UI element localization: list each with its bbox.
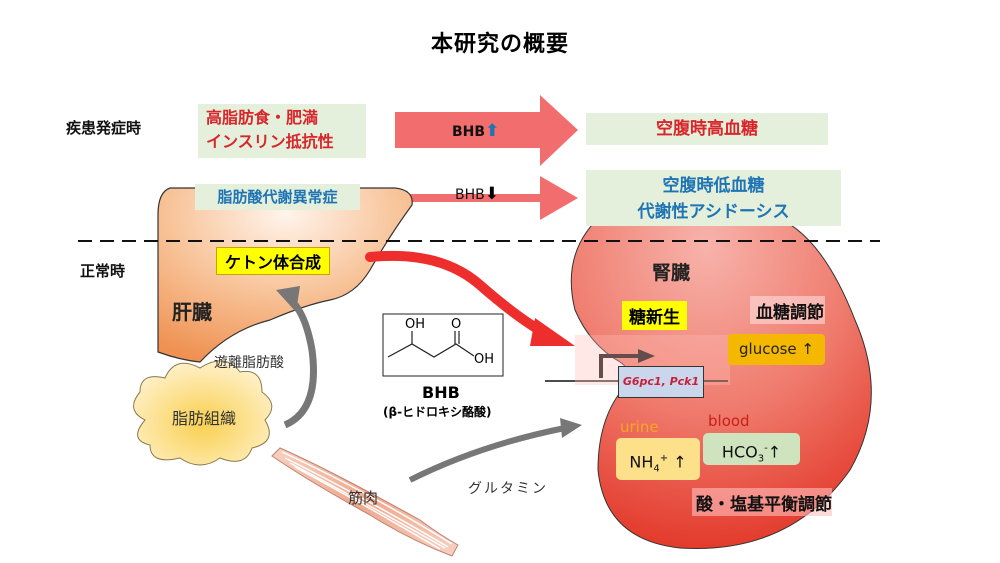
glutamine-label: グルタミン — [468, 481, 548, 497]
bhb-up-arrow — [395, 95, 578, 166]
ketone-synthesis-label: ケトン体合成 — [216, 247, 331, 275]
glucose-badge: glucose ↑ — [728, 334, 825, 365]
cause-insulin-resistance: インスリン抵抗性 — [206, 132, 334, 151]
bhb-oh2: OH — [474, 352, 495, 367]
cause-obesity: 高脂肪食・肥満 — [206, 108, 319, 127]
outcome-hypoglycemia: 空腹時低血糖 — [662, 176, 765, 196]
bhb-down-label: BHB⬇ — [455, 184, 499, 204]
muscle-label: 筋肉 — [348, 489, 379, 507]
bhb-name: BHB — [422, 383, 460, 402]
glucose-regulation-label: 血糖調節 — [756, 303, 824, 323]
urine-label: urine — [620, 418, 659, 436]
liver-label: 肝臓 — [172, 300, 212, 324]
adipose-label: 脂肪組織 — [172, 409, 237, 428]
lipid-disorder-box: 脂肪酸代謝異常症 — [195, 184, 360, 210]
bhb-fullname: (β-ヒドロキシ酪酸) — [383, 405, 492, 419]
bhb-o: O — [451, 317, 462, 332]
disease-state-label: 疾患発症時 — [66, 119, 142, 137]
bhb-oh1: OH — [405, 317, 426, 332]
glutamine-arrow — [408, 425, 566, 483]
liver-shape — [157, 187, 413, 363]
promoter-arrow — [599, 354, 640, 378]
page-title: 本研究の概要 — [430, 32, 569, 57]
gene-box: G6pc1, Pck1 — [618, 366, 704, 398]
gluconeogenesis-label: 糖新生 — [622, 301, 687, 330]
nh4-badge: NH4+ ↑ — [616, 438, 700, 480]
ffa-arrow — [283, 295, 317, 429]
outcome-box-lower: 空腹時低血糖 代謝性アシドーシス — [586, 170, 841, 226]
normal-state-label: 正常時 — [80, 262, 126, 280]
bhb-up-label: BHB⬆ — [452, 121, 500, 141]
outcome-acidosis: 代謝性アシドーシス — [637, 202, 790, 222]
muscle-shape — [271, 447, 459, 557]
kidney-label: 腎臓 — [652, 262, 691, 284]
blood-label: blood — [708, 412, 750, 430]
acid-base-label: 酸・塩基平衡調節 — [696, 495, 832, 515]
adipose-cloud — [133, 360, 273, 466]
hco3-badge: HCO3-↑ — [703, 433, 800, 465]
bhb-transport-arrow — [365, 250, 553, 340]
bhb-structure-box — [382, 313, 504, 377]
down-arrow-icon: ⬇ — [484, 184, 499, 204]
up-arrow-icon: ⬆ — [485, 121, 500, 141]
disease-causes-box: 高脂肪食・肥満 インスリン抵抗性 — [198, 104, 366, 158]
free-fatty-acid-label: 遊離脂肪酸 — [214, 355, 284, 371]
outcome-hyperglycemia: 空腹時高血糖 — [586, 113, 828, 145]
bhb-down-arrow — [395, 176, 578, 220]
